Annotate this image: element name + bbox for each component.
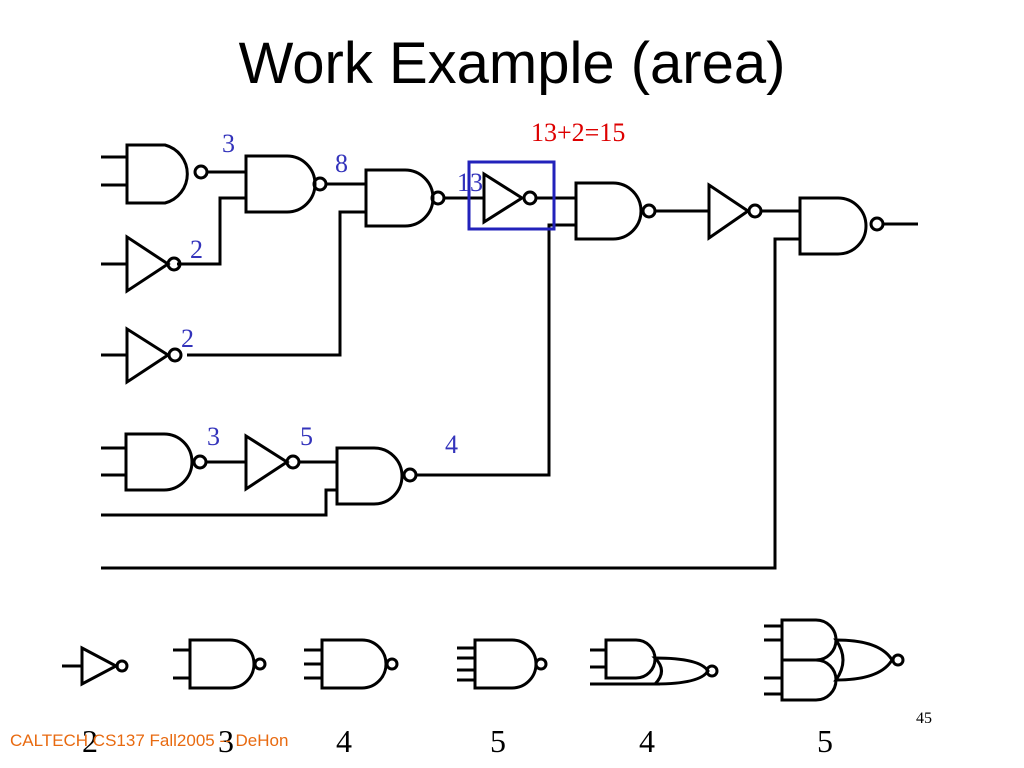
label-nand3: 13 [457,168,483,197]
label-inv1: 2 [190,235,203,264]
nand-gate-3 [187,168,446,357]
nand-gate-lower [101,446,418,517]
inverter-2 [101,326,183,385]
cost-label: 4 [639,723,655,759]
page-number: 45 [916,710,932,727]
label-inv-bottom: 5 [300,422,313,451]
library-inverter [62,645,129,687]
label-inv2: 2 [181,324,194,353]
inverter-bottom [244,433,337,492]
nand-gate-bottom [101,432,246,492]
library-nand4 [457,638,548,690]
footer-text: CALTECH CS137 Fall2005 -- DeHon [10,731,289,750]
cost-label: 2 [82,723,98,759]
cost-label: 3 [218,723,234,759]
label-nand-bottom: 3 [207,422,220,451]
library-nand2 [173,638,267,690]
library-aoi [590,638,719,686]
label-highlight-sum: 13+2=15 [531,118,625,147]
inverter-1 [101,234,182,294]
cost-label: 4 [336,723,352,759]
nand-gate-2 [177,154,328,266]
library-nand3 [304,638,399,690]
nand-gate-1 [101,143,209,205]
nand-gate-final [101,196,918,570]
slide-title: Work Example (area) [238,31,786,96]
cost-label: 5 [490,723,506,759]
label-nand2: 8 [335,149,348,178]
inverter-4 [655,182,763,241]
cost-label: 5 [817,723,833,759]
label-nand1: 3 [222,129,235,158]
library-aoi-wide [764,618,905,702]
highlight-box [467,160,556,231]
label-nand-lower: 4 [445,430,458,459]
